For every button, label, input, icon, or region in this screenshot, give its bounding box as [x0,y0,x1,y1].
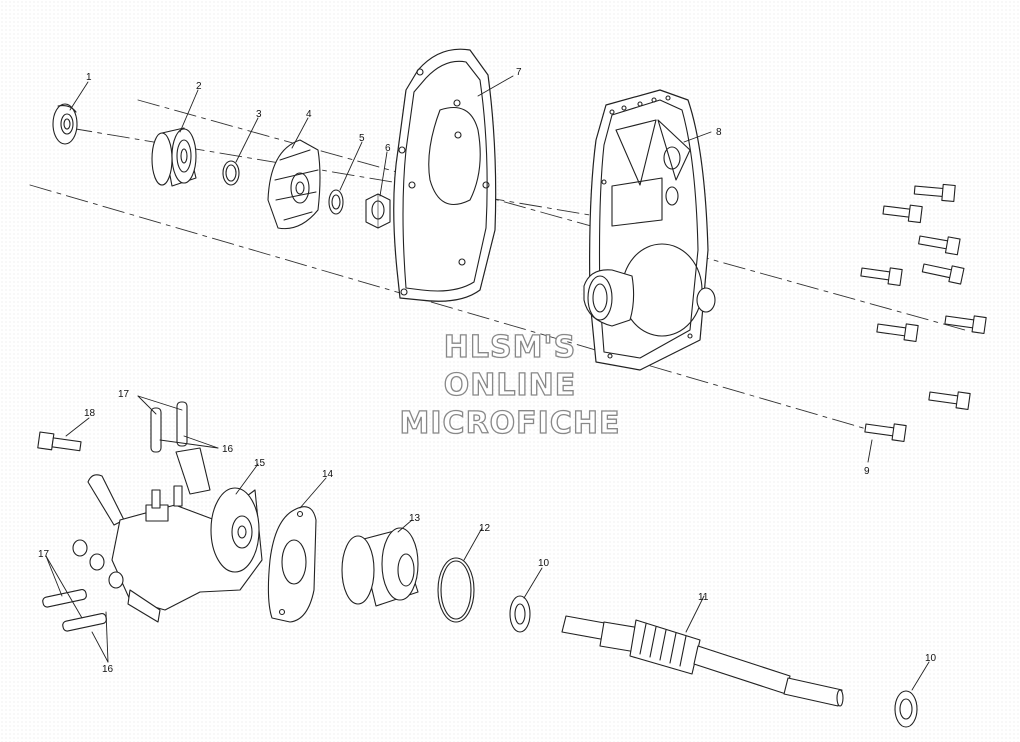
callout-13: 13 [409,513,421,524]
callout-2: 2 [196,81,202,92]
callout-18: 18 [84,408,96,419]
callout-12: 12 [479,523,491,534]
bolt-part-18 [37,431,82,452]
callout-9: 9 [864,466,870,477]
tubes-part-17-top [150,401,188,453]
washer-part-10-b [894,690,918,728]
callout-16-b: 16 [102,664,114,675]
shaft-part-11 [561,615,844,707]
impeller-part-4 [267,139,321,230]
o-ring-part-3 [222,160,240,186]
nut-part-6 [365,193,391,229]
watermark-line-3: MICROFICHE [399,405,621,441]
watermark-line-1: HLSM'S [443,329,577,365]
callout-7: 7 [516,67,522,78]
callout-3: 3 [256,109,262,120]
callout-labels: 1 2 3 4 5 6 7 8 9 10 10 11 12 13 14 15 1… [38,67,937,675]
pump-assembly-part-15 [72,447,263,623]
washer-part-10-a [509,595,531,633]
callout-8: 8 [716,127,722,138]
seal-part-1 [52,103,78,145]
callout-11: 11 [698,592,709,603]
callout-5: 5 [359,133,365,144]
callout-1: 1 [86,72,92,83]
bolts-part-9 [860,183,987,443]
gasket-part-14 [267,506,317,623]
washer-part-5 [328,189,344,215]
callout-14: 14 [322,469,334,480]
watermark-line-2: ONLINE [443,367,577,403]
o-ring-part-12 [437,557,475,623]
housing-part-8 [583,89,716,371]
callout-4: 4 [306,109,312,120]
cylinder-part-13 [341,527,419,607]
leader-lines [45,75,930,691]
callout-15: 15 [254,458,266,469]
callout-10-b: 10 [925,653,937,664]
callout-16-a: 16 [222,444,234,455]
bearing-part-2 [151,127,197,187]
callout-6: 6 [385,143,391,154]
callout-17-b: 17 [38,549,50,560]
tubes-part-17-bottom [42,589,107,632]
callout-17-a: 17 [118,389,130,400]
callout-10-a: 10 [538,558,550,569]
gasket-part-7 [393,48,497,302]
